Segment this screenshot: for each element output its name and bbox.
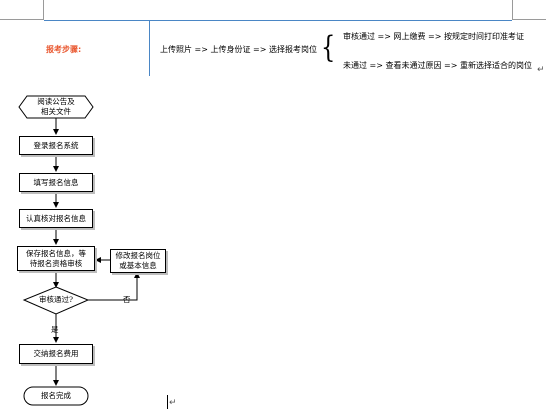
- branch-fail-text: 未通过 => 查看未通过原因 => 重新选择适合的岗位: [343, 61, 532, 70]
- flow-verify-info-node: 认真核对报名信息: [19, 209, 93, 228]
- text-cursor: [167, 395, 168, 409]
- table-column-divider: [149, 20, 150, 76]
- decision-diamond: [22, 286, 90, 315]
- pay-fee-text: 交纳报名费用: [33, 349, 79, 358]
- end-terminator: [23, 386, 89, 406]
- steps-label: 报考步骤:: [46, 45, 82, 54]
- crop-mark-top-right-h: [512, 19, 546, 20]
- steps-main-flow: 上传照片 => 上传身份证 => 选择报考岗位: [160, 45, 317, 54]
- flow-start-node: 阅读公告及 相关文件: [28, 97, 84, 117]
- modify-info-line-2: 或基本信息: [119, 261, 157, 270]
- branch-brace: {: [321, 30, 336, 65]
- crop-mark-top-right-v: [512, 0, 513, 20]
- start-hexagon: [18, 95, 94, 119]
- paragraph-mark-icon: ↵: [537, 65, 545, 75]
- fill-info-text: 填写报名信息: [33, 177, 79, 187]
- flow-pay-fee-node: 交纳报名费用: [19, 344, 93, 364]
- flow-save-info-node: 保存报名信息，等 待报名资格审核: [17, 246, 95, 271]
- crop-mark-top-left-h: [0, 19, 44, 20]
- decision-yes-label: 是: [51, 325, 59, 334]
- branch-pass-text: 审核通过 => 网上缴费 => 按规定时间打印准考证: [343, 32, 524, 41]
- steps-table-row: 报考步骤: 上传照片 => 上传身份证 => 选择报考岗位 { 审核通过 => …: [0, 0, 546, 80]
- decision-text: 审核通过?: [38, 295, 74, 304]
- verify-info-text: 认真核对报名信息: [26, 213, 86, 223]
- table-top-border: [44, 20, 512, 21]
- flow-fill-info-node: 填写报名信息: [19, 173, 93, 192]
- save-info-line-2: 待报名资格审核: [29, 258, 83, 268]
- flow-end-node: 报名完成: [25, 388, 87, 404]
- start-line-2: 相关文件: [41, 107, 71, 116]
- decision-no-label: 否: [123, 295, 131, 304]
- login-text: 登录报名系统: [33, 140, 79, 150]
- save-info-line-1: 保存报名信息，等: [26, 248, 86, 258]
- flow-modify-info-node: 修改报名岗位 或基本信息: [110, 249, 166, 273]
- start-line-1: 阅读公告及: [37, 97, 75, 106]
- paragraph-mark-bottom-icon: ↵: [169, 398, 177, 408]
- modify-info-line-1: 修改报名岗位: [115, 251, 161, 260]
- flow-login-node: 登录报名系统: [19, 136, 93, 155]
- flow-decision-node: 审核通过?: [30, 294, 82, 306]
- arrow-decision-no-to-modify: [88, 272, 140, 301]
- end-text: 报名完成: [41, 391, 71, 400]
- crop-mark-top-left-v: [43, 0, 44, 20]
